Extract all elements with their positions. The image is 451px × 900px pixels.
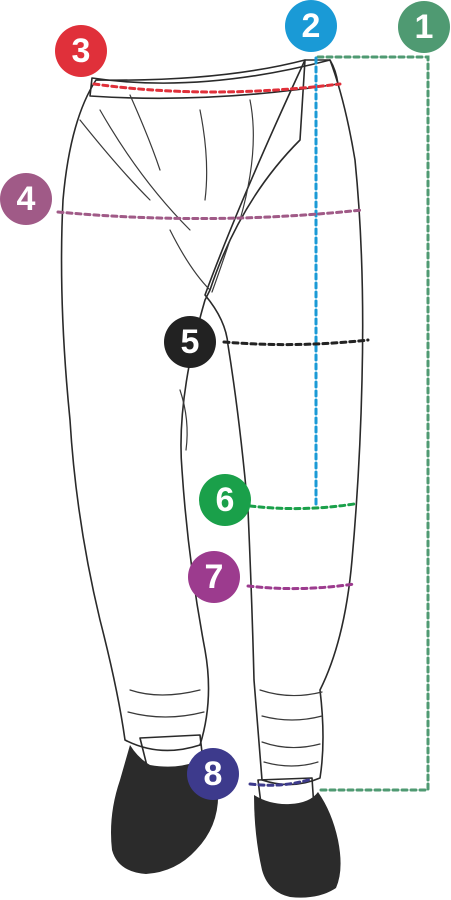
- fold-line: [239, 99, 254, 221]
- right-shoe: [254, 792, 341, 898]
- marker-7: 7: [188, 551, 240, 603]
- marker-5-label: 5: [181, 323, 200, 361]
- marker-5: 5: [164, 316, 216, 368]
- marker-5-circle: [164, 316, 216, 368]
- marker-4-label: 4: [17, 180, 36, 218]
- fold-line: [261, 715, 323, 721]
- marker-1-label: 1: [415, 8, 434, 46]
- fold-line: [179, 389, 188, 451]
- fold-line: [211, 239, 231, 293]
- fold-line: [199, 109, 208, 201]
- fold-line: [259, 689, 323, 697]
- marker-8: 8: [187, 748, 239, 800]
- marker-4-circle: [0, 173, 52, 225]
- calf-line: [246, 582, 356, 591]
- fold-line: [79, 119, 151, 201]
- knee-line: [248, 502, 356, 511]
- marker-1-circle: [398, 1, 450, 53]
- marker-6-circle: [199, 474, 251, 526]
- fold-line: [127, 711, 205, 718]
- marker-8-label: 8: [204, 755, 223, 793]
- leg-opening-line: [248, 777, 314, 787]
- waistband: [89, 59, 339, 100]
- marker-8-circle: [187, 748, 239, 800]
- marker-1: 1: [398, 1, 450, 53]
- marker-6: 6: [199, 474, 251, 526]
- marker-3-circle: [55, 25, 107, 77]
- marker-7-circle: [188, 551, 240, 603]
- marker-6-label: 6: [216, 481, 235, 519]
- marker-4: 4: [0, 173, 52, 225]
- right-foot: [254, 777, 341, 898]
- left-leg: [60, 59, 306, 752]
- marker-2: 2: [285, 0, 337, 52]
- thigh-line: [222, 338, 370, 347]
- outseam-line: [316, 55, 430, 792]
- marker-2-label: 2: [302, 7, 321, 45]
- marker-2-circle: [285, 0, 337, 52]
- measurement-lines: [56, 55, 430, 792]
- fold-line: [263, 761, 319, 767]
- fold-line: [129, 689, 201, 696]
- fold-line: [261, 741, 321, 749]
- hip-line: [56, 208, 364, 221]
- pants: [60, 59, 364, 786]
- fold-line: [129, 94, 161, 171]
- waist-line: [92, 82, 342, 94]
- marker-3: 3: [55, 25, 107, 77]
- marker-7-label: 7: [205, 558, 224, 596]
- fold-line: [99, 109, 191, 231]
- marker-3-label: 3: [72, 32, 91, 70]
- fold-line: [169, 229, 211, 291]
- right-leg: [204, 59, 364, 786]
